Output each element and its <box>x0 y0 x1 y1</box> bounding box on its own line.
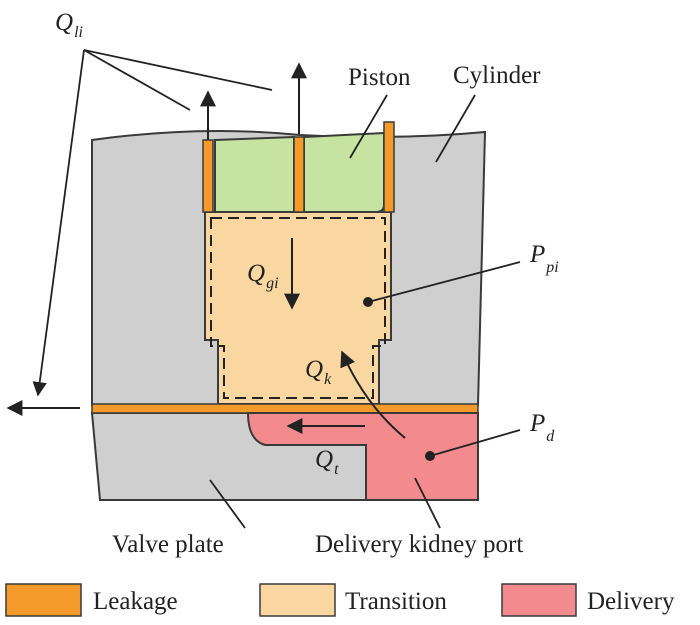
qli-leader-1 <box>83 49 191 111</box>
leakage-gap-right <box>383 121 395 213</box>
qt-label: Qt <box>315 446 339 478</box>
legend: Leakage Transition Delivery <box>5 583 675 617</box>
ppi-leader <box>367 261 521 303</box>
legend-label-leakage: Leakage <box>93 588 178 615</box>
transition-chamber <box>204 211 392 405</box>
piston-leader <box>349 94 388 159</box>
cylinder-label: Cylinder <box>453 62 541 89</box>
leakage-gap-bottom <box>91 403 479 414</box>
ppi-label: Ppi <box>529 241 559 276</box>
qli-leader-2 <box>83 49 273 91</box>
piston-left <box>214 135 295 213</box>
legend-swatch-delivery <box>501 583 577 617</box>
piston-right <box>303 131 385 213</box>
qgi-label: Qgi <box>247 260 279 292</box>
qk-arrow <box>340 350 406 439</box>
valve-plate-label: Valve plate <box>112 531 224 558</box>
legend-label-transition: Transition <box>345 588 447 615</box>
legend-label-delivery: Delivery <box>587 588 675 615</box>
qk-label: Qk <box>305 356 332 388</box>
delivery-kidney-port <box>246 412 479 501</box>
leakage-gap-middle <box>293 136 305 213</box>
transition-dashed-boundary <box>210 217 386 399</box>
legend-swatch-leakage <box>5 583 82 617</box>
delivery-port-leader <box>414 477 441 529</box>
valve-plate-leader <box>209 479 246 529</box>
leakage-gap-left <box>202 139 214 213</box>
delivery-port-label: Delivery kidney port <box>315 531 523 558</box>
qli-leader-3 <box>32 49 85 397</box>
pd-label: Pd <box>529 410 555 445</box>
cylinder-leader <box>435 94 476 163</box>
qli-label: Qli <box>55 9 83 41</box>
piston-label: Piston <box>348 64 411 91</box>
pd-leader <box>429 429 521 457</box>
legend-swatch-transition <box>259 583 336 617</box>
